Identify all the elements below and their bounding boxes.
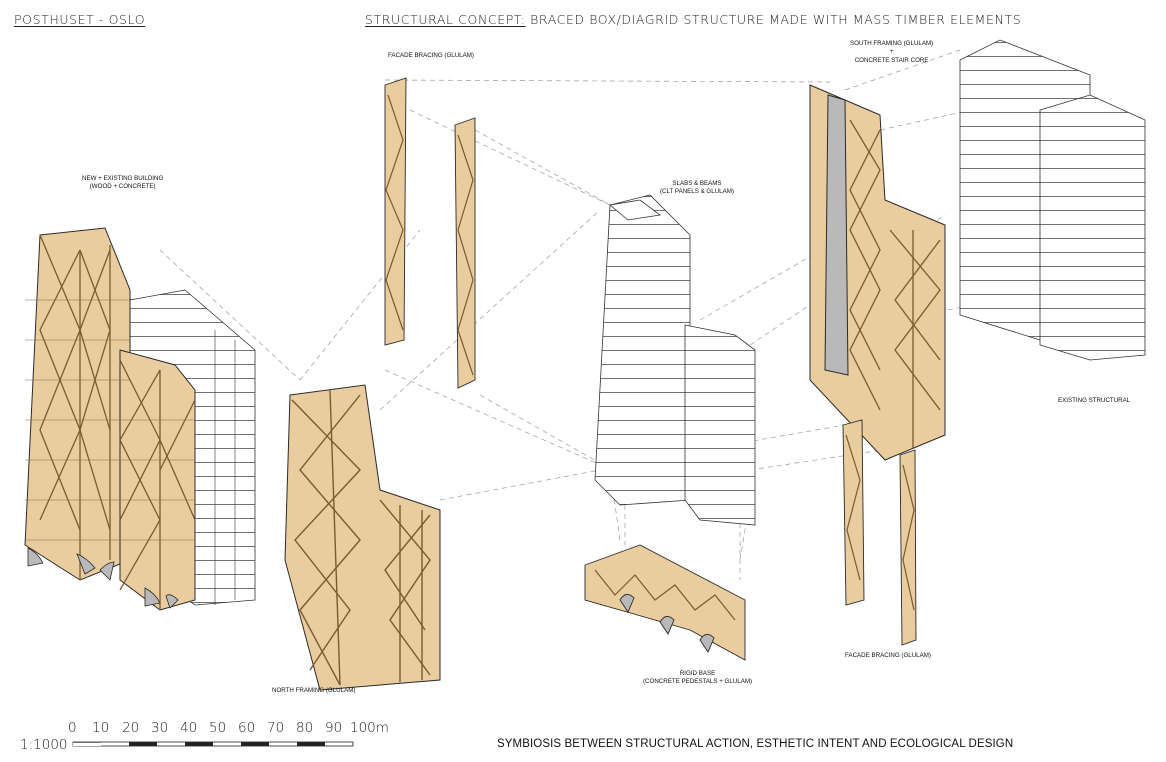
project-title: POSTHUSET - OSLO: [14, 12, 146, 27]
scale-tick: 10: [92, 720, 110, 736]
label-north-framing: NORTH FRAMING (GLULAM): [272, 687, 356, 694]
scale-tick: 50: [209, 720, 227, 736]
scale-tick: 20: [122, 720, 140, 736]
rigid-base: [584, 544, 746, 661]
label-new-existing-line1: NEW + EXISTING BUILDING: [82, 175, 164, 182]
label-slabs-line2: (CLT PANELS & GLULAM): [660, 188, 734, 196]
scale-tick: 30: [151, 720, 169, 736]
label-slabs-line1: SLABS & BEAMS: [672, 180, 722, 187]
label-facade-bracing-top: FACADE BRACING (GLULAM): [388, 52, 474, 59]
scale-bar: [72, 741, 354, 747]
label-south-framing-line3: CONCRETE STAIR CORE: [854, 56, 929, 64]
scale-ticks: 0 10 20 30 40 50 60 70 80 90 100m: [68, 720, 389, 738]
scale-tick: 70: [267, 720, 285, 736]
scale-tick: 60: [238, 720, 256, 736]
label-facade-bracing-bottom: FACADE BRACING (GLULAM): [845, 652, 931, 659]
concept-text: BRACED BOX/DIAGRID STRUCTURE MADE WITH M…: [530, 12, 1022, 27]
existing-structural: [959, 39, 1146, 361]
scale-ratio: 1:1000: [20, 737, 68, 753]
label-south-framing: SOUTH FRAMING (GLULAM) + CONCRETE STAIR …: [850, 40, 933, 65]
facade-bracing-top: [384, 77, 476, 389]
scale-tick: 40: [180, 720, 198, 736]
label-south-framing-line2: +: [889, 48, 894, 56]
facade-bracing-bottom: [842, 419, 917, 646]
scale-tick: 100m: [350, 720, 389, 736]
label-rigid-base-line1: RIGID BASE: [679, 670, 716, 677]
label-rigid-base-line2: (CONCRETE PEDESTALS + GLULAM): [643, 678, 753, 686]
label-new-existing-line2: (WOOD + CONCRETE): [89, 183, 156, 191]
label-existing-structural: EXISTING STRUCTURAL: [1058, 397, 1131, 404]
scale-tick: 0: [68, 720, 77, 736]
scale-tick: 80: [296, 720, 314, 736]
label-new-existing-building: NEW + EXISTING BUILDING (WOOD + CONCRETE…: [82, 175, 163, 192]
slabs-and-beams: [594, 194, 756, 526]
concept-prefix: STRUCTURAL CONCEPT:: [365, 12, 526, 27]
label-south-framing-line1: SOUTH FRAMING (GLULAM): [850, 40, 934, 47]
south-framing: [809, 84, 946, 461]
label-rigid-base: RIGID BASE (CONCRETE PEDESTALS + GLULAM): [643, 670, 752, 687]
label-slabs-beams: SLABS & BEAMS (CLT PANELS & GLULAM): [660, 180, 734, 197]
scale-tick: 90: [325, 720, 343, 736]
footer-tagline: SYMBIOSIS BETWEEN STRUCTURAL ACTION, EST…: [497, 738, 1014, 750]
combined-building: [24, 227, 256, 611]
north-framing: [284, 384, 441, 691]
concept-heading: STRUCTURAL CONCEPT: BRACED BOX/DIAGRID S…: [365, 12, 1021, 27]
